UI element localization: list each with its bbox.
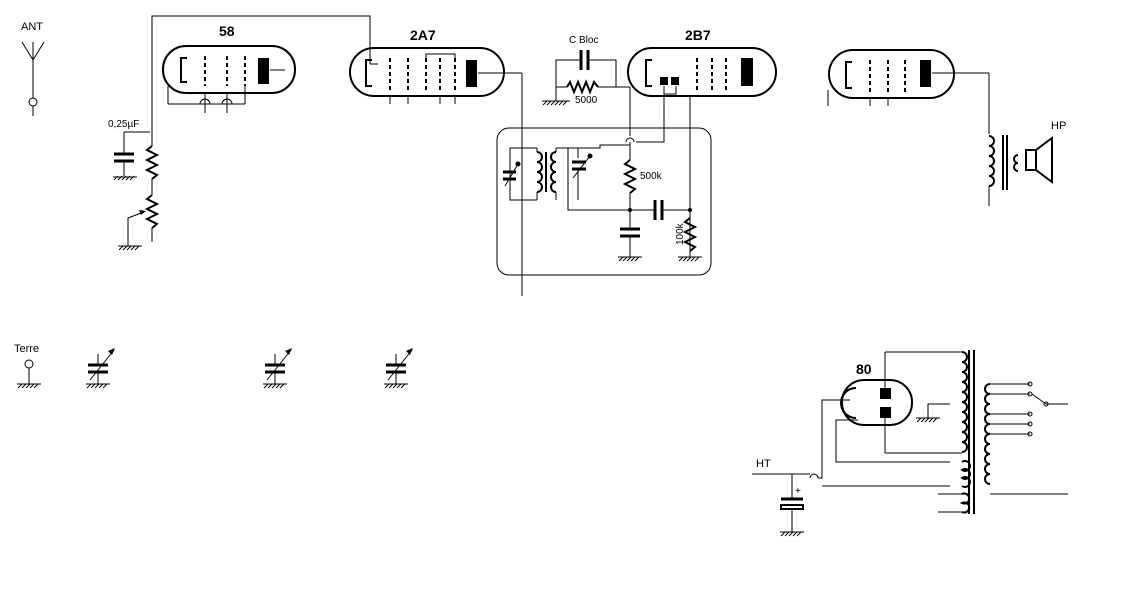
- pot-wiper: [127, 211, 145, 246]
- ground-left-1: [113, 175, 135, 181]
- cbloc-label: C Bloc: [569, 35, 598, 46]
- speaker-label: HP: [1051, 120, 1066, 132]
- resistor-left-1: [144, 145, 160, 180]
- r5000-label: 5000: [575, 95, 598, 106]
- tuning-capacitor-1: [86, 348, 115, 389]
- tuning-capacitor-3: [384, 348, 413, 389]
- capacitor-detector: [618, 227, 642, 262]
- if-transformer-box: [496, 127, 712, 276]
- plus-label: +: [795, 486, 801, 497]
- tube-58-label: 58: [219, 23, 235, 39]
- electrolytic-capacitor: [780, 497, 804, 537]
- power-transformer: [938, 350, 1068, 514]
- tube-output: [827, 49, 989, 106]
- tube-2b7-label: 2B7: [685, 27, 711, 43]
- tube-2a7-label: 2A7: [410, 27, 436, 43]
- tube-2b7: [627, 47, 777, 250]
- ht-label: HT: [756, 458, 771, 470]
- antenna-label: ANT: [21, 21, 43, 33]
- antenna-symbol: [21, 41, 45, 116]
- if-transformer: [503, 144, 630, 211]
- tube-2a7: [349, 47, 522, 104]
- ground-terminal: [17, 359, 41, 389]
- tube-58: [162, 45, 296, 113]
- r100k-label: 100k: [675, 222, 686, 245]
- tube-80: [840, 351, 962, 454]
- r500k-label: 500k: [640, 171, 663, 182]
- wire-filament-1: [818, 399, 850, 479]
- speaker-transformer: [988, 73, 1008, 206]
- cap-025-label: 0,25µF: [108, 119, 139, 130]
- tuning-capacitor-2: [263, 348, 292, 389]
- ground-transformer: [916, 403, 950, 423]
- tube-80-label: 80: [856, 361, 872, 377]
- wire-top: [151, 15, 371, 88]
- capacitor-025uF: [113, 131, 150, 178]
- resistor-100k: [682, 217, 698, 252]
- resistor-500k: [622, 159, 638, 194]
- speaker-icon: [1013, 136, 1053, 184]
- wire-detector: [636, 94, 665, 143]
- potentiometer-left: [144, 194, 160, 229]
- wire-filament-2: [835, 419, 950, 463]
- resistor-5000: [556, 79, 630, 95]
- ground-left-2: [118, 245, 140, 251]
- cbloc-capacitor: [555, 50, 617, 90]
- ground-label: Terre: [14, 343, 39, 355]
